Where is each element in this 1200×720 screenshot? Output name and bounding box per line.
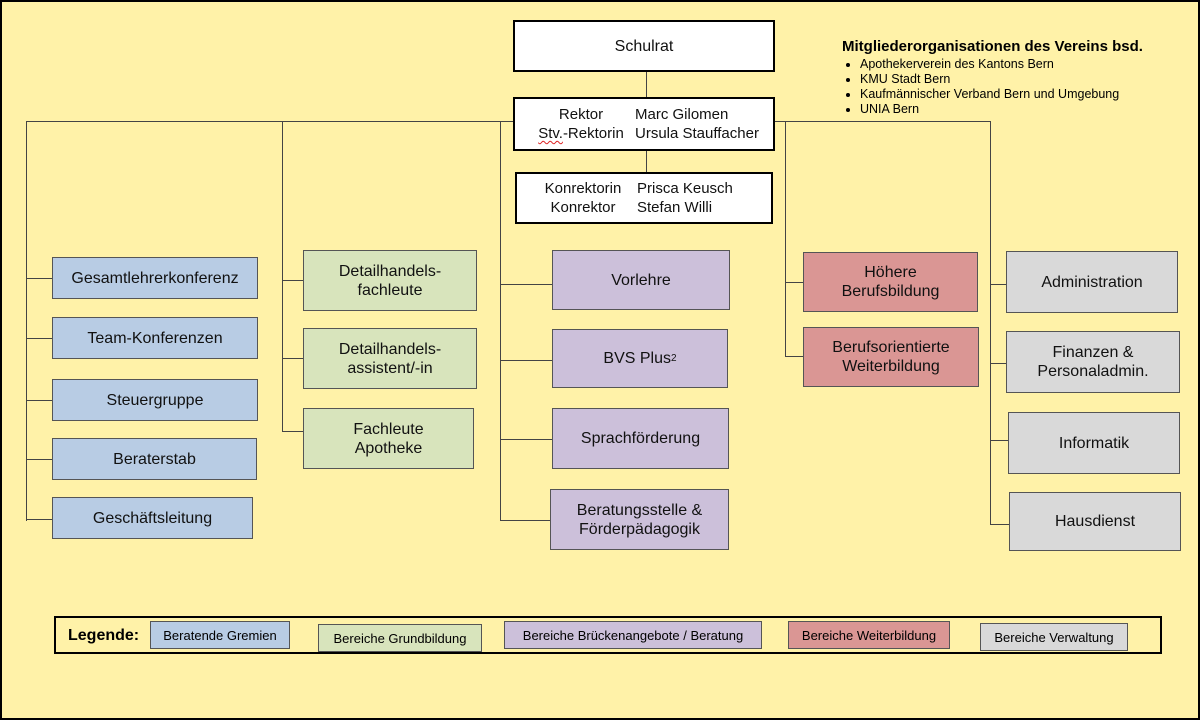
connector-beratend-1 xyxy=(26,278,52,279)
konrektorin-name: Prisca Keusch xyxy=(637,180,733,197)
connector-col-verwaltung xyxy=(990,121,991,524)
box-sprachfoerderung: Sprachförderung xyxy=(552,408,729,469)
member-item: Apothekerverein des Kantons Bern xyxy=(860,57,1192,72)
bvs-plus-label: BVS Plus xyxy=(603,350,672,367)
box-beratungsstelle: Beratungsstelle & Förderpädagogik xyxy=(550,489,729,550)
member-item: Kaufmännischer Verband Bern und Umgebung xyxy=(860,87,1192,102)
box-beraterstab: Beraterstab xyxy=(52,438,257,480)
legend-item-weiterbildung: Bereiche Weiterbildung xyxy=(788,621,950,649)
connector-beratend-4 xyxy=(26,459,52,460)
connector-grundbildung-1 xyxy=(282,280,303,281)
connector-schulrat-rektor xyxy=(646,72,647,98)
connector-weiterbildung-1 xyxy=(785,282,803,283)
connector-col-beratend xyxy=(26,121,27,521)
box-hausdienst: Hausdienst xyxy=(1009,492,1181,551)
legend-item-brueckenangebote: Bereiche Brückenangebote / Beratung xyxy=(504,621,762,649)
connector-rektor-konrektor xyxy=(646,150,647,172)
connector-beratend-2 xyxy=(26,338,52,339)
stv-rektorin-name: Ursula Stauffacher xyxy=(635,125,759,142)
member-item: UNIA Bern xyxy=(860,102,1192,117)
connector-beratend-3 xyxy=(26,400,52,401)
rektor-name: Marc Gilomen xyxy=(635,106,729,123)
box-administration: Administration xyxy=(1006,251,1178,313)
konrektor-row: Konrektor Stefan Willi xyxy=(529,198,712,217)
stv-rektorin-row: Stv.-Rektorin Ursula Stauffacher xyxy=(527,124,759,143)
stv-rektorin-role: Stv.-Rektorin xyxy=(527,124,635,143)
connector-grundbildung-3 xyxy=(282,431,303,432)
connector-grundbildung-2 xyxy=(282,358,303,359)
connector-verwaltung-4 xyxy=(990,524,1010,525)
konrektor-role: Konrektor xyxy=(550,199,616,216)
legend-item-grundbildung: Bereiche Grundbildung xyxy=(318,624,482,652)
connector-col-brueckenangebote xyxy=(500,121,501,520)
box-gesamtlehrerkonferenz: Gesamtlehrerkonferenz xyxy=(52,257,258,299)
box-informatik: Informatik xyxy=(1008,412,1180,474)
legend-title: Legende: xyxy=(68,627,140,644)
connector-verwaltung-3 xyxy=(990,440,1008,441)
box-fachleute-apotheke: Fachleute Apotheke xyxy=(303,408,474,469)
stv-role-suffix: -Rektorin xyxy=(562,125,624,142)
konrektorin-row: Konrektorin Prisca Keusch xyxy=(529,179,733,198)
connector-col-weiterbildung xyxy=(785,121,786,356)
connector-verwaltung-2 xyxy=(990,363,1006,364)
schulrat-box: Schulrat xyxy=(513,20,775,72)
connector-col-grundbildung xyxy=(282,121,283,431)
legend-item-verwaltung: Bereiche Verwaltung xyxy=(980,623,1128,651)
member-organisations: Mitgliederorganisationen des Vereins bsd… xyxy=(842,38,1192,117)
rektorat-box: Rektor Marc Gilomen Stv.-Rektorin Ursula… xyxy=(513,97,775,151)
member-organisations-title: Mitgliederorganisationen des Vereins bsd… xyxy=(842,38,1143,55)
member-organisations-list: Apothekerverein des Kantons Bern KMU Sta… xyxy=(842,57,1192,117)
konrektorin-role: Konrektorin xyxy=(544,180,622,197)
connector-verwaltung-1 xyxy=(990,284,1006,285)
connector-bruecke-4 xyxy=(500,520,550,521)
konrektorat-box: Konrektorin Prisca Keusch Konrektor Stef… xyxy=(515,172,773,224)
box-hoehere-berufsbildung: Höhere Berufsbildung xyxy=(803,252,978,312)
konrektor-name: Stefan Willi xyxy=(637,199,713,216)
box-geschaeftsleitung: Geschäftsleitung xyxy=(52,497,253,539)
box-detailhandelsassistent: Detailhandels- assistent/-in xyxy=(303,328,477,389)
box-finanzen-personaladmin: Finanzen & Personaladmin. xyxy=(1006,331,1180,393)
connector-beratend-5 xyxy=(26,519,52,520)
rektor-row: Rektor Marc Gilomen xyxy=(527,105,728,124)
legend-item-beratende-gremien: Beratende Gremien xyxy=(150,621,290,649)
box-steuergruppe: Steuergruppe xyxy=(52,379,258,421)
rektor-role: Rektor xyxy=(558,106,604,123)
connector-bruecke-3 xyxy=(500,439,552,440)
connector-bruecke-1 xyxy=(500,284,552,285)
stv-abbreviation: Stv. xyxy=(538,125,563,142)
connector-weiterbildung-2 xyxy=(785,356,803,357)
box-vorlehre: Vorlehre xyxy=(552,250,730,310)
box-detailhandelsfachleute: Detailhandels- fachleute xyxy=(303,250,477,311)
connector-bruecke-2 xyxy=(500,360,552,361)
box-berufsorientierte-weiterbildung: Berufsorientierte Weiterbildung xyxy=(803,327,979,387)
legend: Legende: Beratende Gremien Bereiche Grun… xyxy=(54,616,1162,654)
box-team-konferenzen: Team-Konferenzen xyxy=(52,317,258,359)
connector-main-horizontal xyxy=(26,121,990,122)
member-item: KMU Stadt Bern xyxy=(860,72,1192,87)
